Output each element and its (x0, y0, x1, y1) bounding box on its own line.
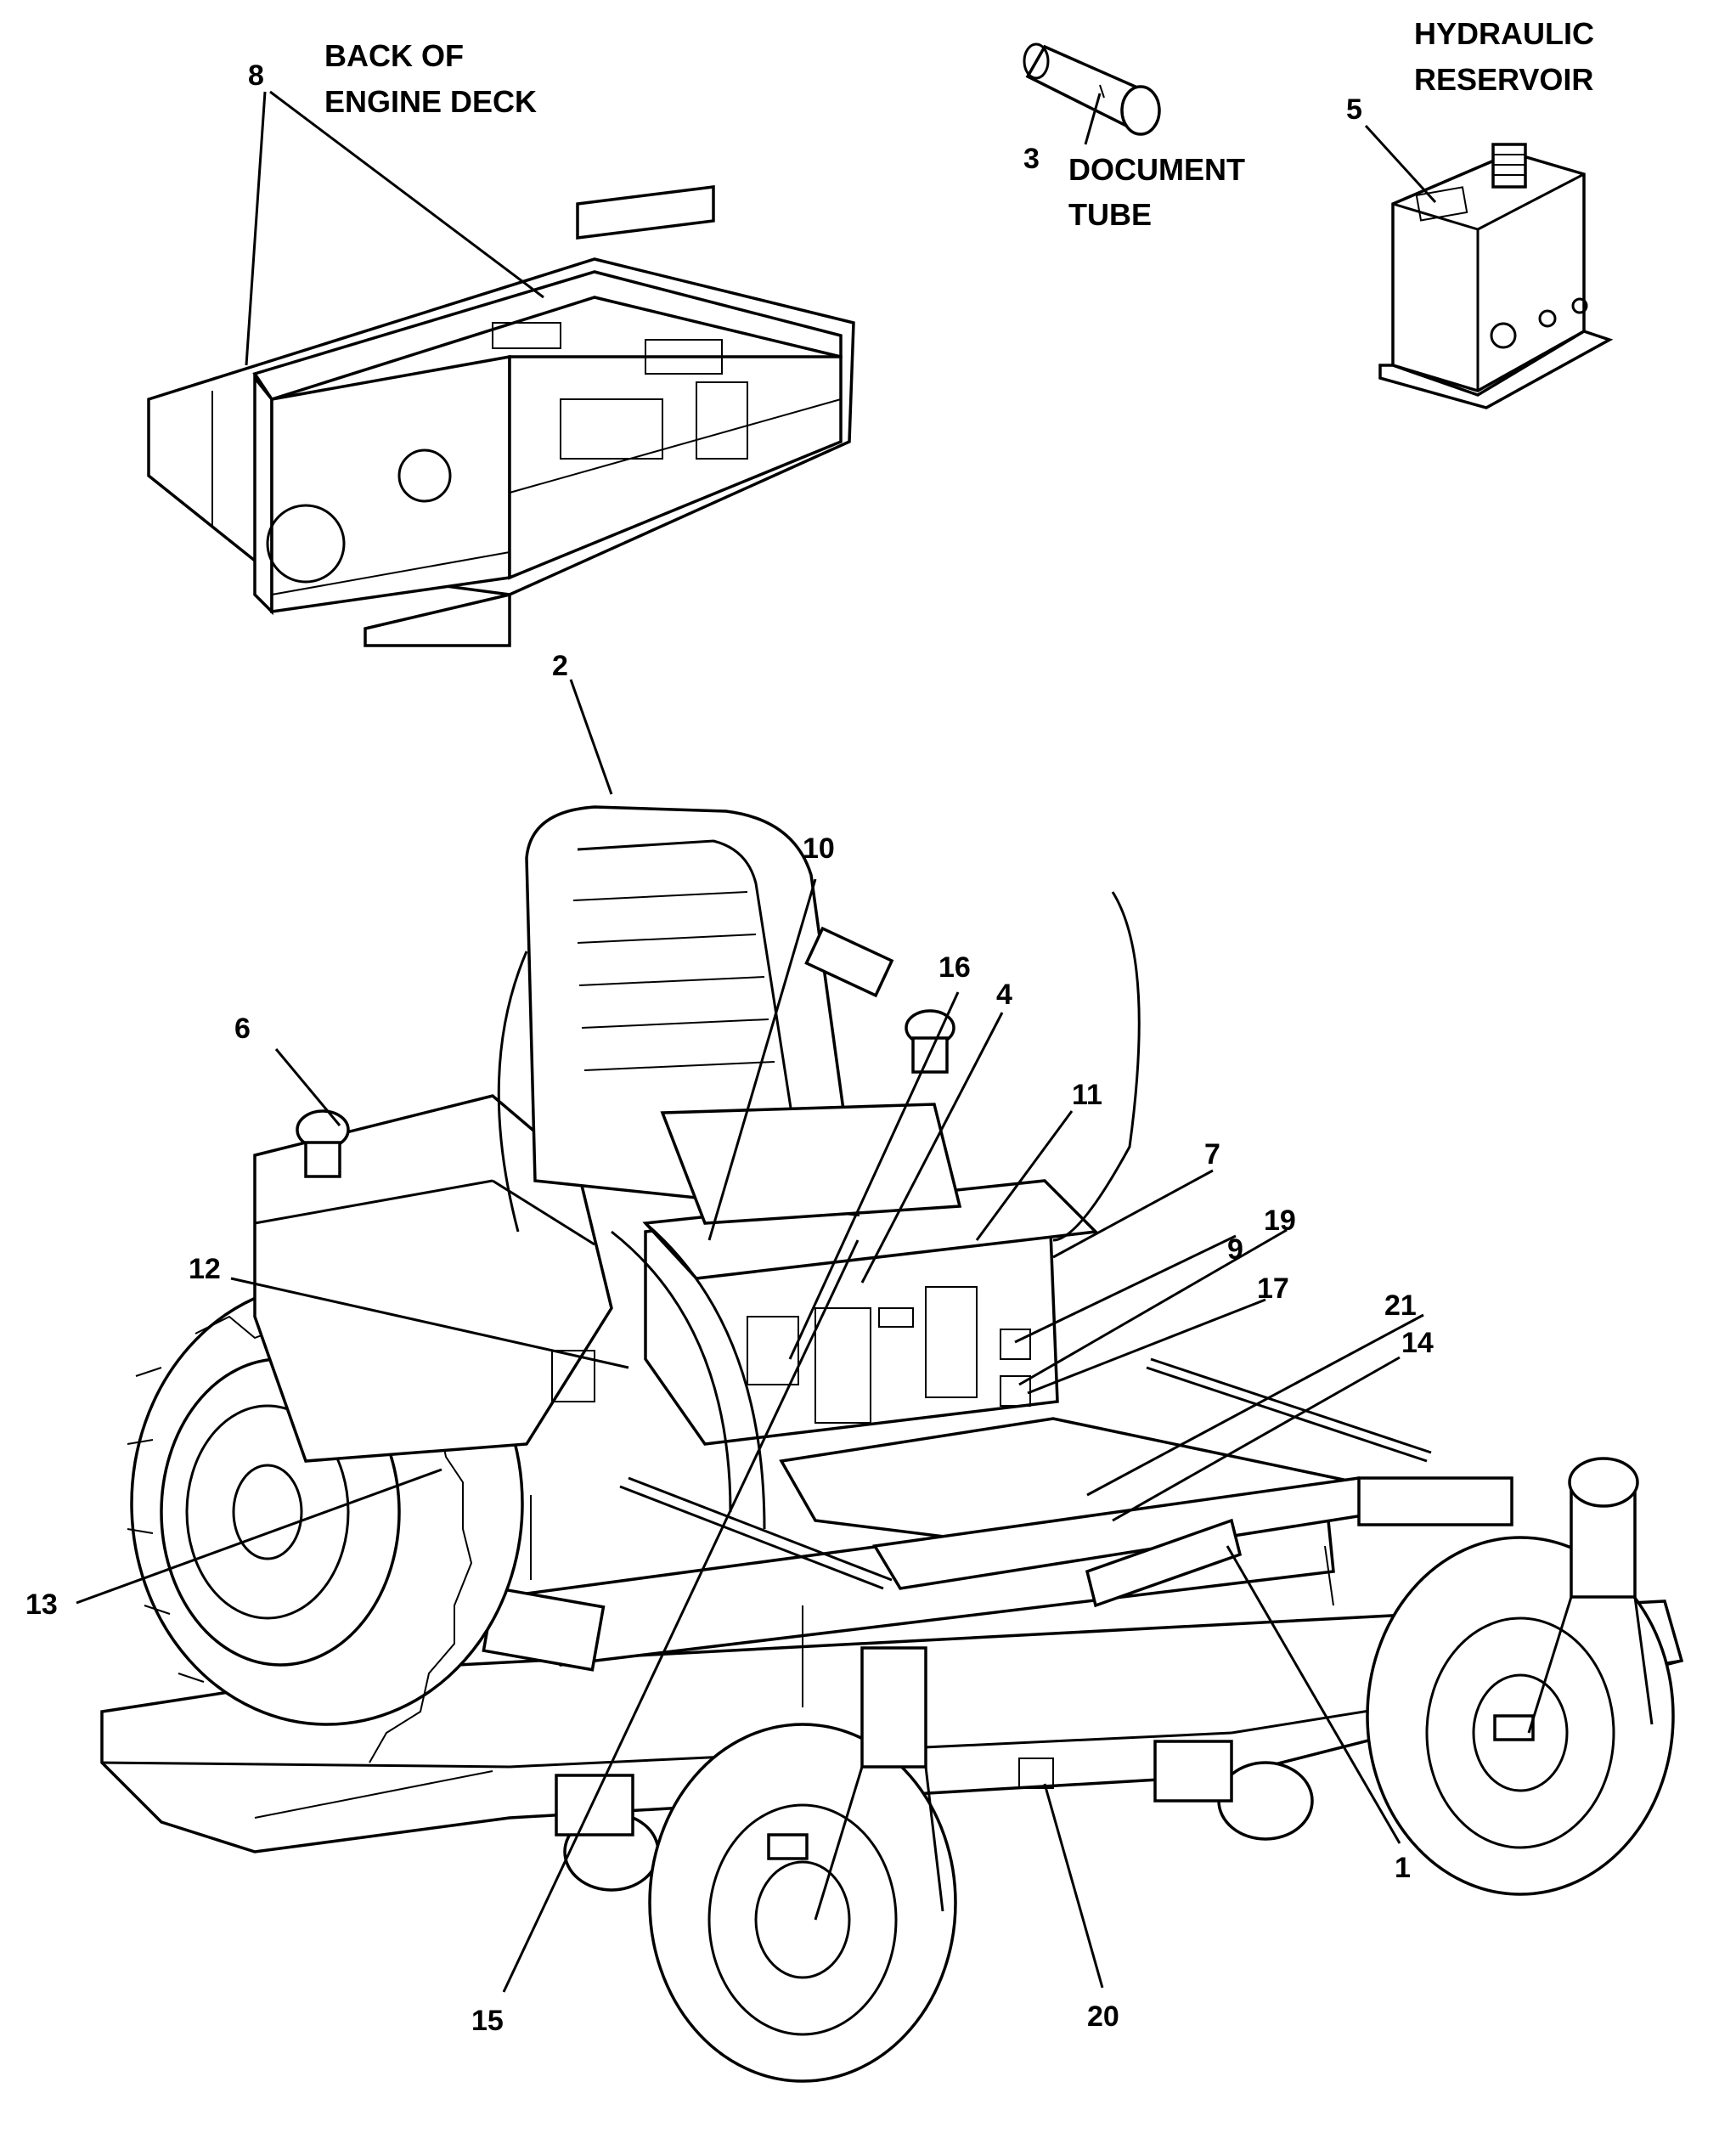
leader-lines (76, 90, 1437, 1993)
callout-3: 3 (1023, 143, 1040, 175)
callout-11: 11 (1072, 1079, 1102, 1111)
callout-21: 21 (1384, 1289, 1417, 1322)
hydraulic-reservoir (1378, 143, 1614, 409)
mower-body (253, 891, 1513, 1707)
callout-14: 14 (1401, 1327, 1434, 1359)
callout-4: 4 (996, 979, 1012, 1011)
caption-hydraulic-reservoir: HYDRAULIC RESERVOIR (1414, 16, 1603, 97)
callout-15: 15 (471, 2005, 504, 2037)
callout-12: 12 (189, 1253, 221, 1285)
front-right-caster (1366, 1457, 1675, 1896)
callout-1: 1 (1395, 1852, 1411, 1884)
callout-17: 17 (1257, 1272, 1289, 1305)
callout-13: 13 (25, 1588, 58, 1621)
callout-19: 19 (1264, 1205, 1296, 1237)
callout-5: 5 (1346, 93, 1362, 126)
callout-10: 10 (803, 832, 835, 865)
document-tube (1023, 42, 1161, 136)
callout-6: 6 (234, 1013, 251, 1045)
callout-20: 20 (1087, 2000, 1119, 2033)
callout-2: 2 (552, 650, 568, 682)
front-left-caster (648, 1646, 957, 2083)
callout-7: 7 (1204, 1138, 1220, 1171)
callout-8: 8 (248, 59, 264, 92)
operator-seat (525, 805, 962, 1225)
engine-deck-frame (147, 185, 855, 647)
caption-document-tube: DOCUMENT TUBE (1068, 152, 1254, 232)
callout-9: 9 (1227, 1233, 1243, 1266)
callout-16: 16 (938, 951, 971, 984)
caption-back-of-engine-deck: BACK OF ENGINE DECK (324, 38, 537, 119)
